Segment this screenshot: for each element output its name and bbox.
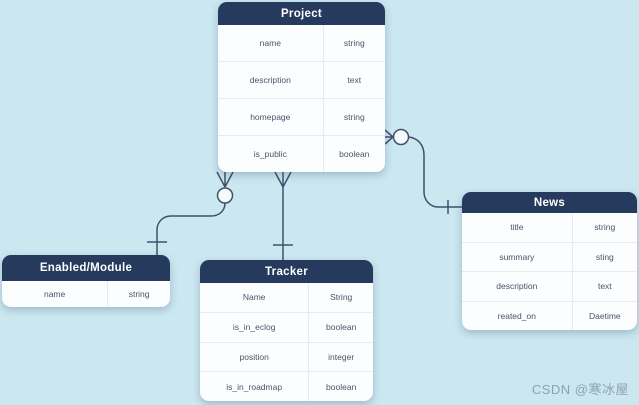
field-name: summary (499, 251, 535, 262)
entity-title[interactable]: News (462, 192, 637, 213)
entity-table-enabled-module[interactable]: Enabled/Module name string (2, 255, 170, 307)
field-type: text (571, 272, 637, 301)
watermark-text: CSDN @寒冰屋 (531, 382, 629, 397)
field-type: boolean (322, 136, 385, 172)
field-type: String (308, 283, 373, 312)
field-name: position (239, 351, 269, 362)
table-row: reated_on Daetime (462, 300, 637, 330)
table-row: title string (462, 213, 637, 242)
field-name: title (510, 222, 524, 233)
entity-title[interactable]: Project (218, 2, 385, 25)
entity-title[interactable]: Enabled/Module (2, 255, 170, 281)
field-type: boolean (308, 372, 373, 401)
table-row: position integer (200, 341, 373, 372)
table-row: name string (218, 25, 385, 61)
field-name: description (496, 281, 538, 292)
field-type: boolean (308, 312, 373, 342)
field-type: string (322, 99, 385, 135)
relationship-project-tracker (273, 171, 293, 260)
table-row: name string (2, 281, 170, 307)
field-name: homepage (250, 112, 291, 122)
field-name: description (249, 75, 291, 85)
entity-title[interactable]: Tracker (200, 260, 373, 283)
field-name: is_in_eclog (232, 322, 276, 333)
field-type: string (107, 281, 170, 307)
field-name: reated_on (497, 310, 536, 321)
table-row: is_public boolean (218, 135, 385, 172)
field-type: string (322, 25, 385, 61)
table-row: homepage string (218, 98, 385, 135)
field-type: Daetime (571, 301, 637, 330)
field-type: text (322, 62, 385, 98)
field-name: name (43, 289, 66, 299)
entity-table-news[interactable]: News title string summary sting description t… (462, 192, 637, 330)
relationship-project-enabled-module (147, 171, 234, 255)
table-row: description text (218, 61, 385, 98)
field-type: integer (308, 342, 373, 372)
table-row: is_in_roadmap boolean (200, 371, 373, 401)
table-row: summary sting (462, 241, 637, 271)
field-name: is_in_roadmap (226, 381, 283, 392)
field-name: is_public (253, 149, 287, 159)
field-type: sting (571, 242, 637, 271)
field-type: string (571, 213, 637, 242)
table-row: Name String (200, 283, 373, 312)
field-name: Name (242, 292, 266, 303)
field-name: name (259, 38, 281, 48)
table-row: is_in_eclog boolean (200, 311, 373, 342)
entity-rows: name string (2, 281, 170, 307)
relationship-project-news (384, 128, 462, 214)
table-row: description text (462, 271, 637, 301)
